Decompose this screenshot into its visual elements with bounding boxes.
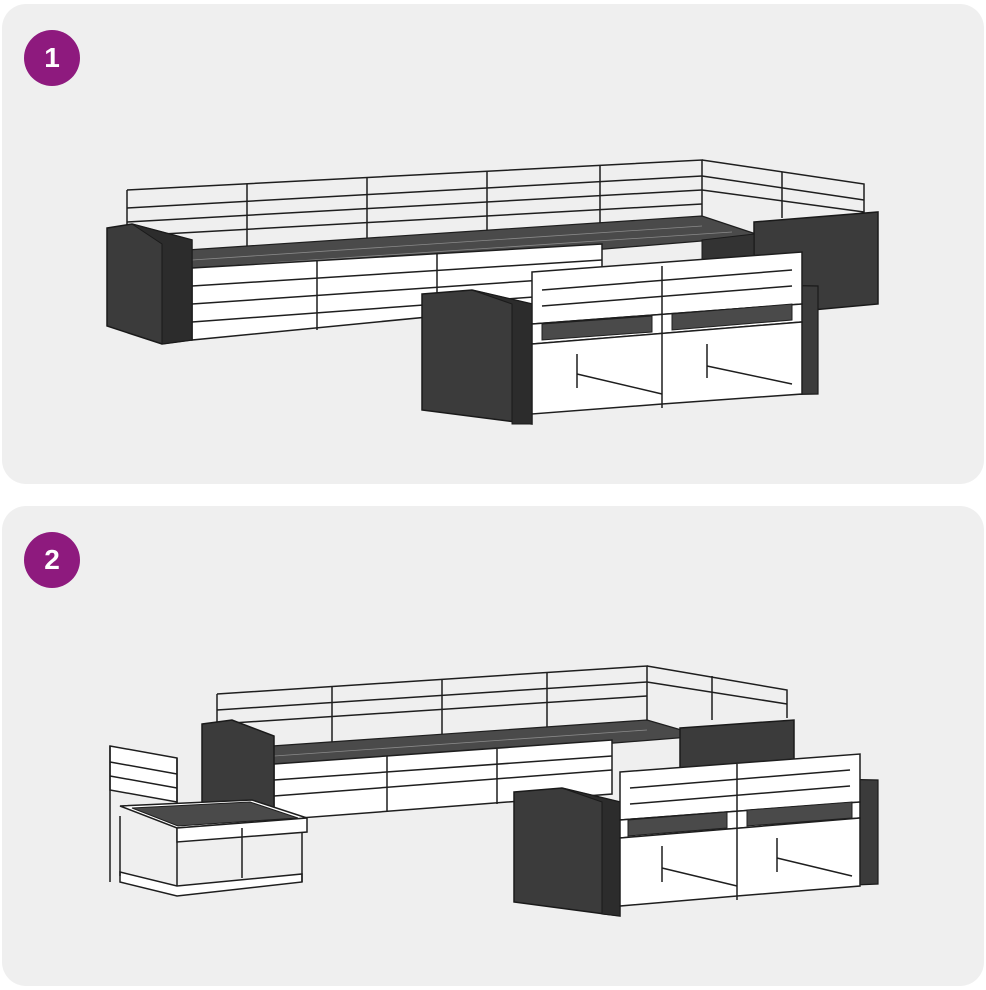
sofa-set-illustration-step-2 — [109, 665, 879, 917]
front-seat-slats — [627, 801, 853, 837]
front-seat-slats — [541, 303, 793, 341]
back-rail-frame — [216, 665, 788, 742]
step-1-badge: 1 — [24, 30, 80, 86]
step-2-number: 2 — [44, 544, 60, 575]
step-1-panel: 1 — [2, 4, 984, 484]
step-1-number: 1 — [44, 42, 60, 73]
back-row-front-frame — [191, 243, 603, 341]
detached-module-seat — [131, 801, 299, 827]
sofa-set-illustration-step-1 — [106, 159, 879, 425]
step-2-badge: 2 — [24, 532, 80, 588]
left-rattan-arm — [106, 223, 193, 345]
back-rail-frame — [126, 159, 865, 248]
step-2-panel: 2 — [2, 506, 984, 986]
